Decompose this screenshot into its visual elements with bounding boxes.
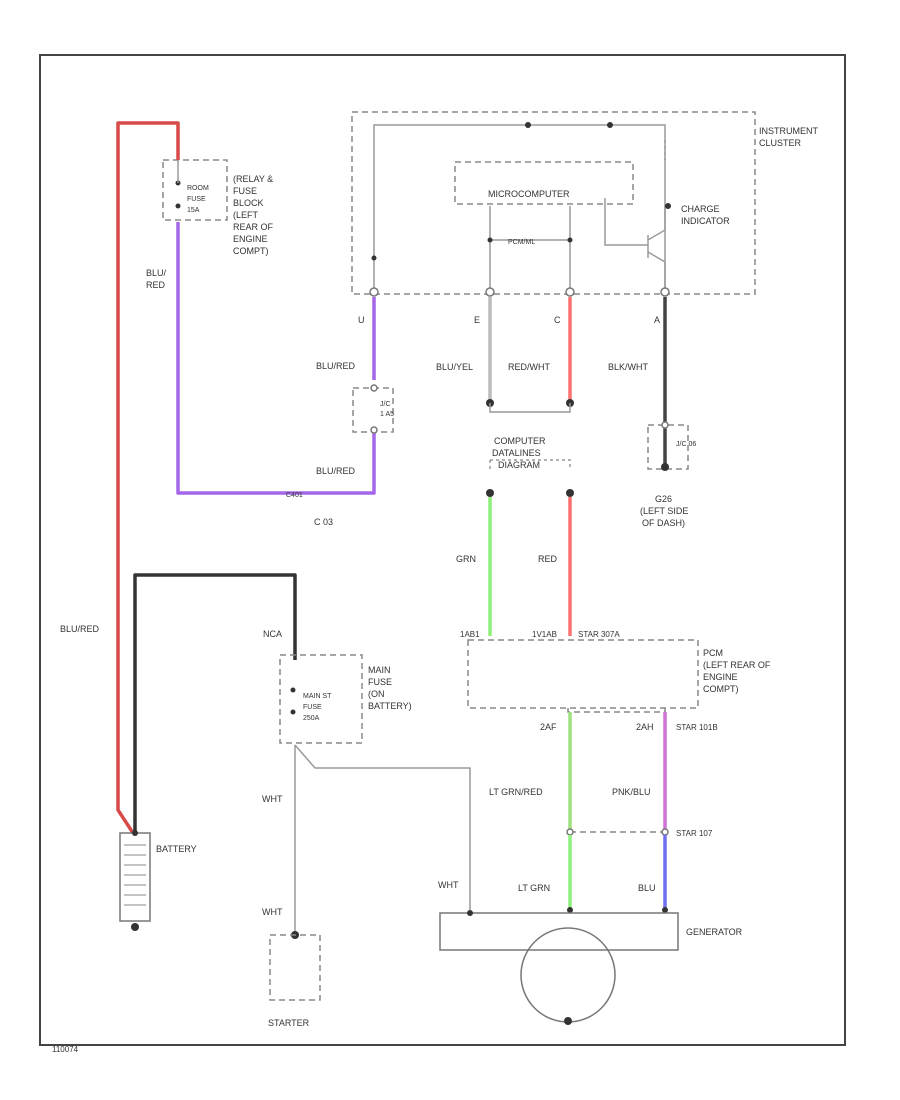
starter-box: [269, 934, 321, 1001]
wire-red-section: [116, 121, 180, 834]
red-label: RED: [538, 554, 558, 564]
blured-label-2: BLU/RED: [316, 466, 356, 476]
nca-label: NCA: [263, 629, 282, 639]
microcomputer-label: MICROCOMPUTER: [488, 189, 570, 199]
blu-red-vertical-label: BLU/ RED: [146, 268, 169, 290]
junction-connector-1: [352, 387, 394, 433]
pcm-label: PCM (LEFT REAR OF ENGINE COMPT): [703, 648, 773, 694]
diagram-border: [39, 54, 846, 1046]
c-ref-label: C 03: [314, 517, 333, 527]
pin-2af: 2AF: [540, 722, 557, 732]
wht-label-2: WHT: [262, 907, 283, 917]
pnk-blu-label: PNK/BLU: [612, 787, 651, 797]
main-fuse-box: [279, 654, 363, 744]
wht-label-1: WHT: [262, 794, 283, 804]
figure-id: 110074: [52, 1045, 79, 1054]
battery-label: BATTERY: [156, 844, 197, 854]
star-107-label: STAR 107: [676, 829, 713, 838]
wire-wht-to-generator: [294, 744, 471, 910]
star-ref-label: STAR 101B: [676, 723, 718, 732]
svg-text:C401: C401: [286, 492, 303, 499]
wire-blu-red: [176, 222, 376, 495]
ground-label: G26 (LEFT SIDE OF DASH): [640, 494, 691, 528]
battery-symbol: [119, 832, 151, 922]
jc-2-label: J/C 06: [676, 441, 696, 448]
lt-grn-red-label: LT GRN/RED: [489, 787, 543, 797]
pin-2ah: 2AH: [636, 722, 654, 732]
transistor-symbol: [604, 198, 666, 290]
jc-1-label: J/C 1 A5: [380, 401, 394, 418]
blu-yel-label: BLU/YEL: [436, 362, 473, 372]
blured-left-label: BLU/RED: [60, 624, 100, 634]
pin-c: C: [554, 315, 561, 325]
blu-label: BLU: [638, 883, 656, 893]
grn-label: GRN: [456, 554, 476, 564]
relay-fuse-block-label: (RELAY & FUSE BLOCK (LEFT REAR OF ENGINE…: [233, 174, 276, 256]
main-st-fuse-label: MAIN ST FUSE 250A: [303, 693, 333, 722]
room-fuse-label: ROOM FUSE 15A: [187, 185, 211, 214]
charge-indicator-label: CHARGE INDICATOR: [681, 204, 730, 226]
wire-blk: [133, 573, 297, 833]
generator-body: [439, 912, 679, 951]
generator-label: GENERATOR: [686, 927, 743, 937]
relay-fuse-block-box: [162, 159, 228, 221]
cluster-internal-bus: [373, 124, 666, 290]
svg-text:PCM/ML: PCM/ML: [508, 239, 535, 246]
red-wht-label: RED/WHT: [508, 362, 550, 372]
lt-grn-label: LT GRN: [518, 883, 550, 893]
generator-symbol: [520, 927, 616, 1023]
blured-label-1: BLU/RED: [316, 361, 356, 371]
computer-data-line-label: COMPUTER DATALINES DIAGRAM: [492, 436, 548, 470]
pcm-mid-pin: 1V1AB: [532, 630, 557, 639]
instrument-cluster-label: INSTRUMENT CLUSTER: [759, 126, 820, 148]
pin-a: A: [654, 315, 660, 325]
battery-cells: [124, 844, 146, 906]
main-fuse-label: MAIN FUSE (ON BATTERY): [368, 665, 412, 711]
wht-label-3: WHT: [438, 880, 459, 890]
pcm-box: [467, 639, 699, 709]
pin-u: U: [358, 315, 365, 325]
pin-e: E: [474, 315, 480, 325]
instrument-cluster-box: [351, 111, 756, 295]
blk-wht-label: BLK/WHT: [608, 362, 649, 372]
starter-label: STARTER: [268, 1018, 310, 1028]
pcm-right-pin: STAR 307A: [578, 630, 620, 639]
pcm-left-pin: 1AB1: [460, 630, 480, 639]
